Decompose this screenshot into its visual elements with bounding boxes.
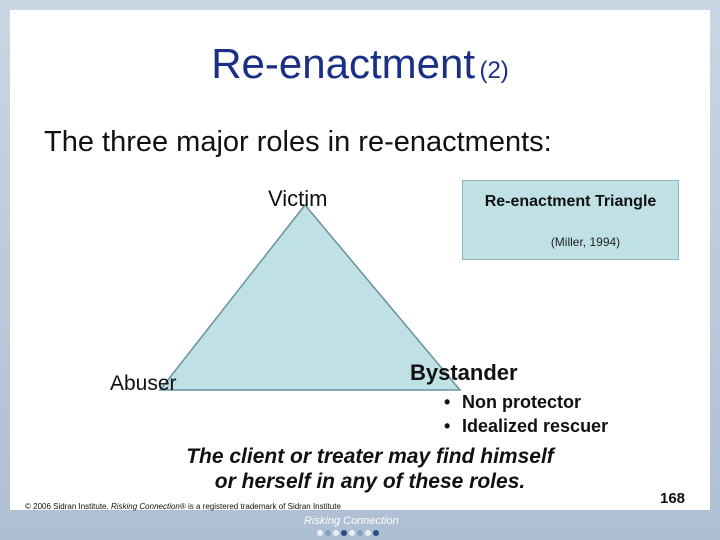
slide-canvas [10,10,710,510]
bystander-label: Bystander [410,360,518,385]
triangle-shape [158,203,462,391]
slide-subtitle: The three major roles in re-enactments: [44,126,552,158]
page-number: 168 [660,490,686,507]
bullet-item: • Non protector [444,390,608,414]
bullet-text: Idealized rescuer [462,416,609,436]
copyright-suffix: ® is a registered trademark of Sidran In… [179,502,341,511]
risking-connection-logo: Risking Connection [296,513,406,539]
bystander-bullets: • Non protector • Idealized rescuer [444,390,608,438]
caption-line-2: or herself in any of these roles. [214,470,526,493]
logo-dots-icon [317,530,379,536]
legend-citation: (Miller, 1994) [550,235,621,249]
legend-title: Re-enactment Triangle [484,193,657,210]
caption: The client or treater may find himself o… [140,444,600,494]
victim-label: Victim [268,186,328,211]
caption-line-1: The client or treater may find himself [186,445,554,468]
copyright-prefix: © 2006 Sidran Institute. [25,502,111,511]
title-main: Re-enactment [211,40,475,87]
copyright-notice: © 2006 Sidran Institute. Risking Connect… [25,502,341,511]
copyright-italic: Risking Connection [110,502,180,511]
logo-text: Risking Connection [304,515,399,527]
bullet-dot-icon: • [444,416,451,436]
bullet-text: Non protector [462,392,581,412]
legend-box: Re-enactment Triangle (Miller, 1994) [462,180,679,260]
abuser-label: Abuser [110,372,177,395]
title-sub: (2) [479,57,509,84]
bullet-item: • Idealized rescuer [444,414,608,438]
slide-title: Re-enactment (2) [0,40,720,88]
bullet-dot-icon: • [444,392,451,412]
